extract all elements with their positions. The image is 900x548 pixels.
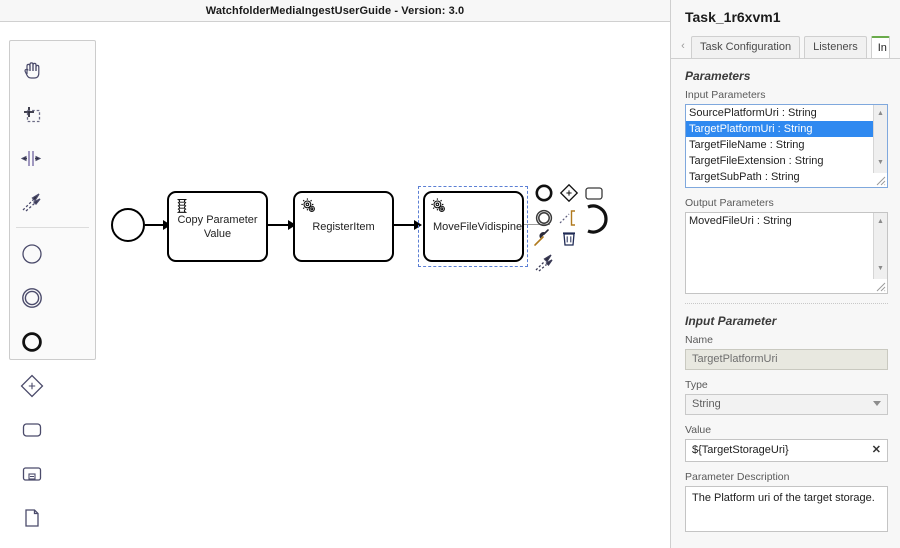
sequence-flow-3-arrow <box>414 220 422 230</box>
scroll-down-icon[interactable]: ▼ <box>877 159 884 166</box>
start-event[interactable] <box>111 208 145 242</box>
tab-scroll-right-icon[interactable]: › <box>894 34 900 58</box>
section-divider <box>685 303 888 304</box>
tab-scroll-left-icon[interactable]: ‹ <box>681 40 685 52</box>
sequence-flow-2-arrow <box>288 220 296 230</box>
page-title: WatchfolderMediaIngestUserGuide - Versio… <box>205 4 465 17</box>
task-register-item[interactable]: RegisterItem <box>293 191 394 262</box>
properties-header: Task_1r6xvm1 <box>671 0 900 33</box>
output-parameters-list: MovedFileUri : String <box>686 213 887 229</box>
create-subprocess-icon[interactable] <box>10 452 53 496</box>
create-start-event-icon[interactable] <box>10 232 53 276</box>
list-item[interactable]: TargetFileName : String <box>689 139 805 151</box>
task-copy-parameter-value[interactable]: Copy Parameter Value <box>167 191 268 262</box>
input-parameters-list: SourcePlatformUri : String TargetPlatfor… <box>686 105 887 185</box>
properties-tab-body: Parameters Input Parameters SourcePlatfo… <box>671 59 900 532</box>
resize-grip-icon[interactable] <box>873 279 887 293</box>
connection-preview-line <box>524 224 550 225</box>
parameters-heading: Parameters <box>685 69 751 83</box>
palette-separator <box>16 227 89 228</box>
type-select[interactable]: String <box>685 394 888 415</box>
value-field-wrapper: ${TargetStorageUri} ✕ <box>685 439 888 462</box>
type-label: Type <box>685 379 708 391</box>
clear-value-icon[interactable]: ✕ <box>871 444 881 456</box>
script-task-icon <box>174 197 191 218</box>
list-item-selected[interactable]: TargetPlatformUri : String <box>686 121 887 137</box>
value-field[interactable]: ${TargetStorageUri} <box>685 439 888 462</box>
wrench-icon[interactable] <box>531 227 553 249</box>
create-task-icon[interactable] <box>10 408 53 452</box>
parameter-description-field[interactable]: The Platform uri of the target storage. <box>685 486 888 532</box>
hand-tool-icon[interactable] <box>10 49 53 93</box>
input-list-scrollbar[interactable]: ▲ ▼ <box>873 105 887 187</box>
append-task-icon[interactable] <box>583 182 605 204</box>
task-move-file-vidispine[interactable]: MoveFileVidispine <box>423 191 524 262</box>
selected-element-name: Task_1r6xvm1 <box>685 9 781 25</box>
sequence-flow-3[interactable] <box>394 224 416 226</box>
space-tool-icon[interactable] <box>10 137 53 181</box>
output-list-scrollbar[interactable]: ▲ ▼ <box>873 213 887 293</box>
sequence-flow-2[interactable] <box>268 224 290 226</box>
properties-tab-bar: ‹ Task Configuration Listeners In › <box>671 33 900 59</box>
input-parameter-heading: Input Parameter <box>685 314 777 328</box>
task-label: MoveFileVidispine <box>433 220 523 233</box>
type-select-wrapper: String <box>685 394 888 415</box>
resize-grip-icon[interactable] <box>873 173 887 187</box>
scroll-down-icon[interactable]: ▼ <box>877 265 884 272</box>
task-label: Copy Parameter Value <box>177 213 258 240</box>
name-field[interactable]: TargetPlatformUri <box>685 349 888 370</box>
diagram-canvas[interactable]: Copy Parameter Value RegisterItem <box>0 22 670 548</box>
append-end-event-icon[interactable] <box>533 182 555 204</box>
list-item[interactable]: TargetSubPath : String <box>689 171 800 183</box>
create-end-event-icon[interactable] <box>10 320 53 364</box>
value-label: Value <box>685 424 712 436</box>
output-parameters-label: Output Parameters <box>685 197 774 209</box>
lasso-tool-icon[interactable] <box>10 93 53 137</box>
delete-icon[interactable] <box>558 227 580 249</box>
name-label: Name <box>685 334 714 346</box>
service-task-icon <box>430 197 448 219</box>
element-palette <box>9 40 96 527</box>
connect-tool-icon[interactable] <box>10 181 53 225</box>
input-parameters-listbox[interactable]: SourcePlatformUri : String TargetPlatfor… <box>685 104 888 188</box>
append-intermediate-event-icon[interactable] <box>533 207 555 229</box>
append-text-annotation-icon[interactable] <box>558 207 580 229</box>
input-parameters-label: Input Parameters <box>685 89 766 101</box>
service-task-icon <box>300 197 318 219</box>
create-data-store-icon[interactable] <box>10 540 53 548</box>
list-item[interactable]: SourcePlatformUri : String <box>689 107 817 119</box>
output-parameters-listbox[interactable]: MovedFileUri : String ▲ ▼ <box>685 212 888 294</box>
list-item[interactable]: TargetFileExtension : String <box>689 155 824 167</box>
list-item[interactable]: MovedFileUri : String <box>689 215 792 227</box>
create-intermediate-event-icon[interactable] <box>10 276 53 320</box>
title-bar: WatchfolderMediaIngestUserGuide - Versio… <box>0 0 670 22</box>
context-pad <box>533 182 611 272</box>
scroll-up-icon[interactable]: ▲ <box>877 110 884 117</box>
tab-listeners[interactable]: Listeners <box>804 36 867 58</box>
tab-task-configuration[interactable]: Task Configuration <box>691 36 801 58</box>
connect-icon[interactable] <box>533 252 555 274</box>
scroll-up-icon[interactable]: ▲ <box>877 218 884 225</box>
tab-input-output[interactable]: In <box>870 36 890 58</box>
create-gateway-icon[interactable] <box>10 364 53 408</box>
loop-marker-icon[interactable] <box>580 202 614 236</box>
create-data-object-icon[interactable] <box>10 496 53 540</box>
parameter-description-label: Parameter Description <box>685 471 790 483</box>
append-gateway-icon[interactable] <box>558 182 580 204</box>
properties-panel: Task_1r6xvm1 ‹ Task Configuration Listen… <box>670 0 900 548</box>
task-label: RegisterItem <box>312 220 375 233</box>
sequence-flow-1[interactable] <box>145 224 165 226</box>
